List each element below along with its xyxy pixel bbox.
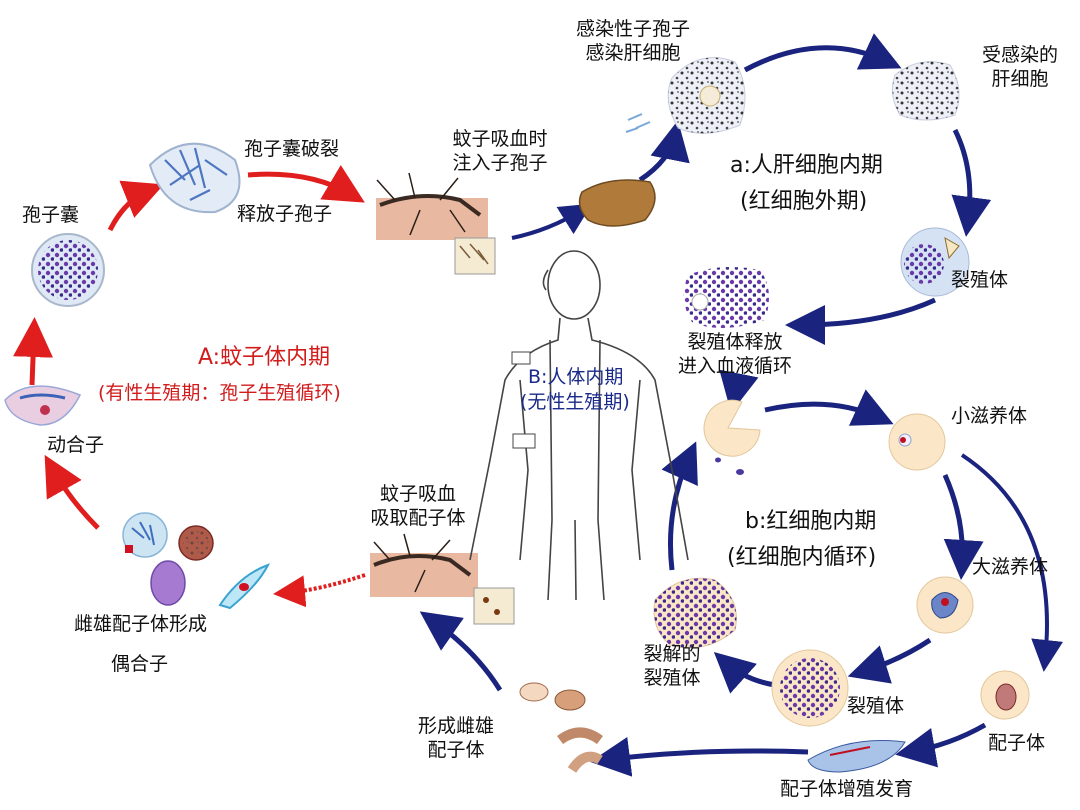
ookinete xyxy=(4,385,82,426)
liver-organ xyxy=(578,179,656,227)
blood-stage-subtitle: (红细胞内循环) xyxy=(727,545,877,570)
label-infected-liver-cell: 受感染的 肝细胞 xyxy=(981,44,1059,90)
red-arrow-mosquito-to-gametes xyxy=(273,573,366,608)
blue-arrow-liver-to-liver-cell xyxy=(638,120,690,183)
label-form-gametocytes: 形成雌雄 配子体 xyxy=(417,715,495,761)
red-arrow-oocyst-to-rupture xyxy=(107,180,164,232)
label-large-trophozoite: 大滋养体 xyxy=(972,556,1049,578)
label-oocyst-rupture: 孢子囊破裂 xyxy=(244,138,340,160)
label-bite-take: 蚊子吸血 吸取配子体 xyxy=(370,483,466,529)
label-liver-schizont: 裂殖体 xyxy=(951,269,1009,291)
human-stage-title: B:人体内期 xyxy=(528,366,624,388)
small-trophozoite-cell xyxy=(888,413,946,471)
mosquito-stage-subtitle: (有性生殖期：孢子生殖循环) xyxy=(98,382,341,404)
label-bite-inject: 蚊子吸血时 注入子孢子 xyxy=(452,128,548,174)
mosquito-bite-top xyxy=(376,172,496,275)
mosquito-bite-bottom xyxy=(370,533,515,625)
blue-arrow-mosquito-to-liver xyxy=(511,203,593,240)
red-arrow-ookinete-to-oocyst xyxy=(13,317,54,386)
blue-arrow-develop-to-form xyxy=(590,737,809,777)
label-blood-schizont: 裂殖体 xyxy=(847,695,905,717)
blue-arrow-schizont-to-ruptured xyxy=(713,651,776,694)
rbc-invaded xyxy=(703,399,761,475)
label-release-sporozoites: 释放子孢子 xyxy=(237,203,333,225)
blue-arrow-ruptured-to-rbc xyxy=(661,441,698,571)
developing-gametocyte xyxy=(807,740,906,773)
label-gametocyte: 配子体 xyxy=(988,732,1046,754)
blue-arrow-large-to-schizont xyxy=(847,637,932,684)
blue-arrow-schizont-to-release xyxy=(785,297,937,345)
liver-cell xyxy=(667,57,746,134)
red-arrow-zygote-to-ookinete xyxy=(44,454,100,530)
blue-arrow-release-to-rbc xyxy=(719,369,759,413)
human-figure xyxy=(469,250,689,601)
large-trophozoite-cell xyxy=(916,576,974,634)
formed-gametocytes xyxy=(519,682,603,773)
label-sporozoite-infects: 感染性子孢子 感染肝细胞 xyxy=(575,18,691,64)
infected-liver-cell xyxy=(891,61,960,121)
gametocyte-cell xyxy=(980,670,1030,720)
ruptured-schizont-cell xyxy=(653,577,737,649)
blue-arrow-gametocyte-to-develop xyxy=(895,722,987,768)
blood-schizont-cell xyxy=(771,649,849,727)
label-release-to-blood: 裂殖体释放 进入血液循环 xyxy=(677,331,793,377)
label-oocyst: 孢子囊 xyxy=(22,204,80,226)
ruptured-oocyst xyxy=(148,142,241,214)
label-gametocytes-form: 雌雄配子体形成 xyxy=(74,613,208,635)
blue-arrow-infected-to-schizont xyxy=(951,128,992,237)
blue-arrow-liver-cell-to-infected xyxy=(743,33,902,73)
liver-stage-title: a:人肝细胞内期 xyxy=(730,153,883,178)
merozoite-release xyxy=(683,266,769,329)
label-small-trophozoite: 小滋养体 xyxy=(951,405,1028,427)
red-arrow-rupture-to-mosquito xyxy=(247,165,365,203)
label-zygote: 偶合子 xyxy=(111,653,169,675)
label-ruptured-schizont: 裂解的 裂殖体 xyxy=(643,643,701,689)
blue-arrow-small-to-gametocyte xyxy=(960,453,1064,672)
gamete-cells xyxy=(122,512,271,610)
label-gametocyte-develop: 配子体增殖发育 xyxy=(780,778,914,800)
label-ookinete: 动合子 xyxy=(47,434,105,456)
blue-arrow-rbc-to-small-trophozoite xyxy=(764,389,894,426)
blood-stage-title: b:红细胞内期 xyxy=(745,509,877,534)
liver-stage-subtitle: (红细胞外期) xyxy=(740,189,868,214)
human-stage-subtitle: (无性生殖期) xyxy=(520,391,630,413)
blue-arrow-form-to-mosquito xyxy=(419,611,503,692)
mosquito-stage-title: A:蚊子体内期 xyxy=(198,345,331,370)
blue-arrow-small-to-large xyxy=(942,473,984,580)
liver-schizont xyxy=(900,227,970,297)
